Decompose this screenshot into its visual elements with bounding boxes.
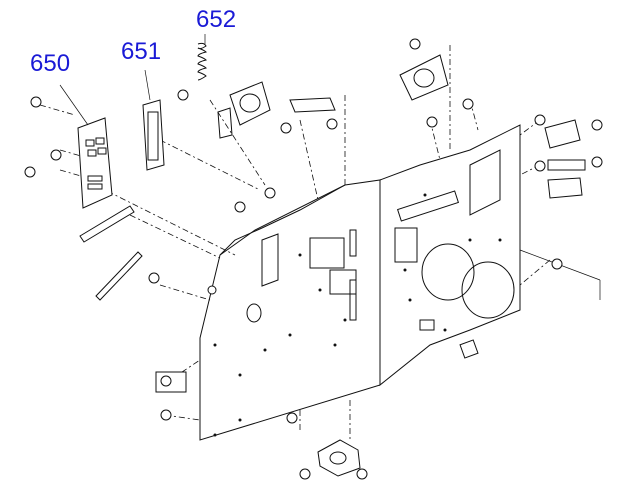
bottom-bracket: [317, 439, 361, 477]
callout-652: 652: [196, 6, 237, 33]
spring-652: [197, 34, 207, 81]
plate-holes: [213, 193, 502, 437]
screw-icon: [24, 38, 603, 480]
main-frame-plate: [199, 179, 381, 441]
right-frame-plate: [379, 124, 521, 387]
callout-651: 651: [121, 38, 162, 65]
sensor-bracket-651: [142, 69, 165, 171]
circuit-board-650: [59, 84, 113, 209]
gear-holder-left: [217, 81, 271, 139]
gear-holder-right: [399, 54, 449, 101]
callout-650: 650: [30, 50, 71, 77]
